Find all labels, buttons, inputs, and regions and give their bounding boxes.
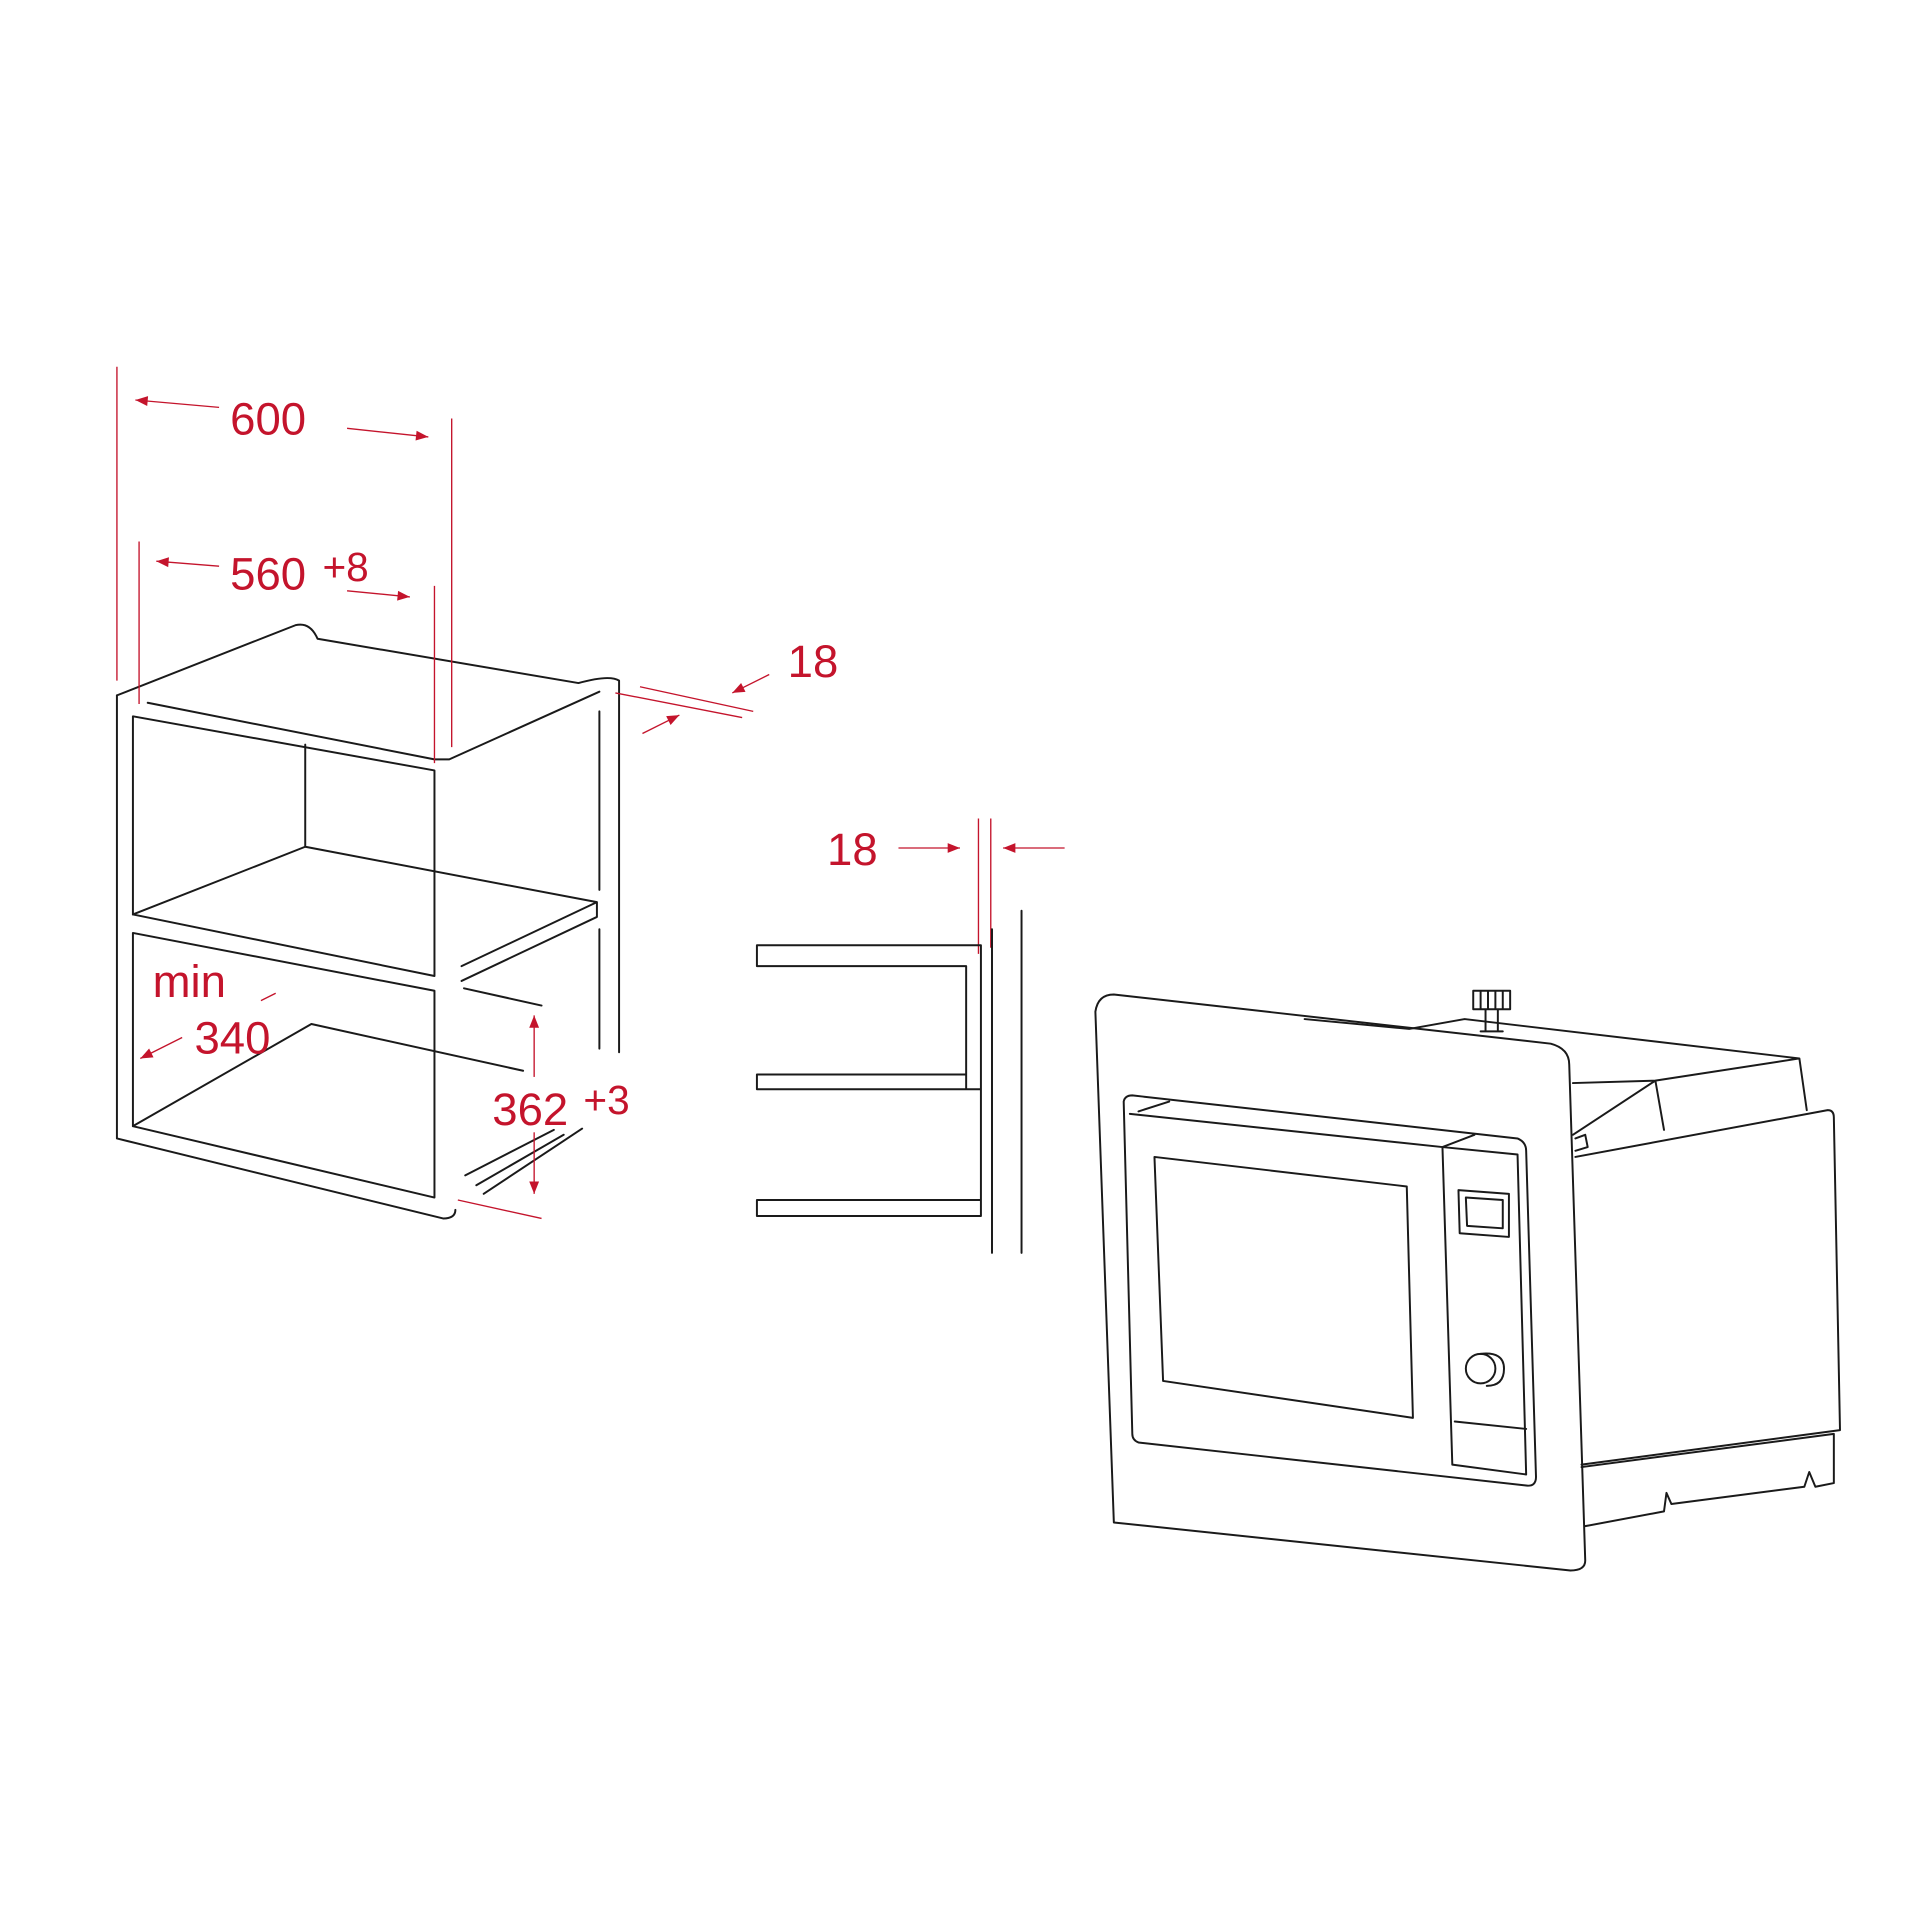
microwave-drawing [1094,989,1841,1572]
niche-height-label: 362 [492,1084,568,1135]
dimension-lines [116,366,1065,1220]
cabinet-drawing [115,623,621,1220]
niche-width-tolerance: +8 [322,544,368,590]
top-panel-thickness-label: 18 [788,636,839,687]
knob-icon [1464,1352,1497,1385]
min-depth-label: 340 [194,1013,270,1064]
outer-width-label: 600 [230,393,306,444]
side-thickness-label: 18 [827,824,878,875]
niche-height-tolerance: +3 [583,1077,629,1123]
niche-width-label: 560 [230,549,306,600]
min-label: min [153,956,226,1007]
side-panel-section [755,909,1023,1254]
